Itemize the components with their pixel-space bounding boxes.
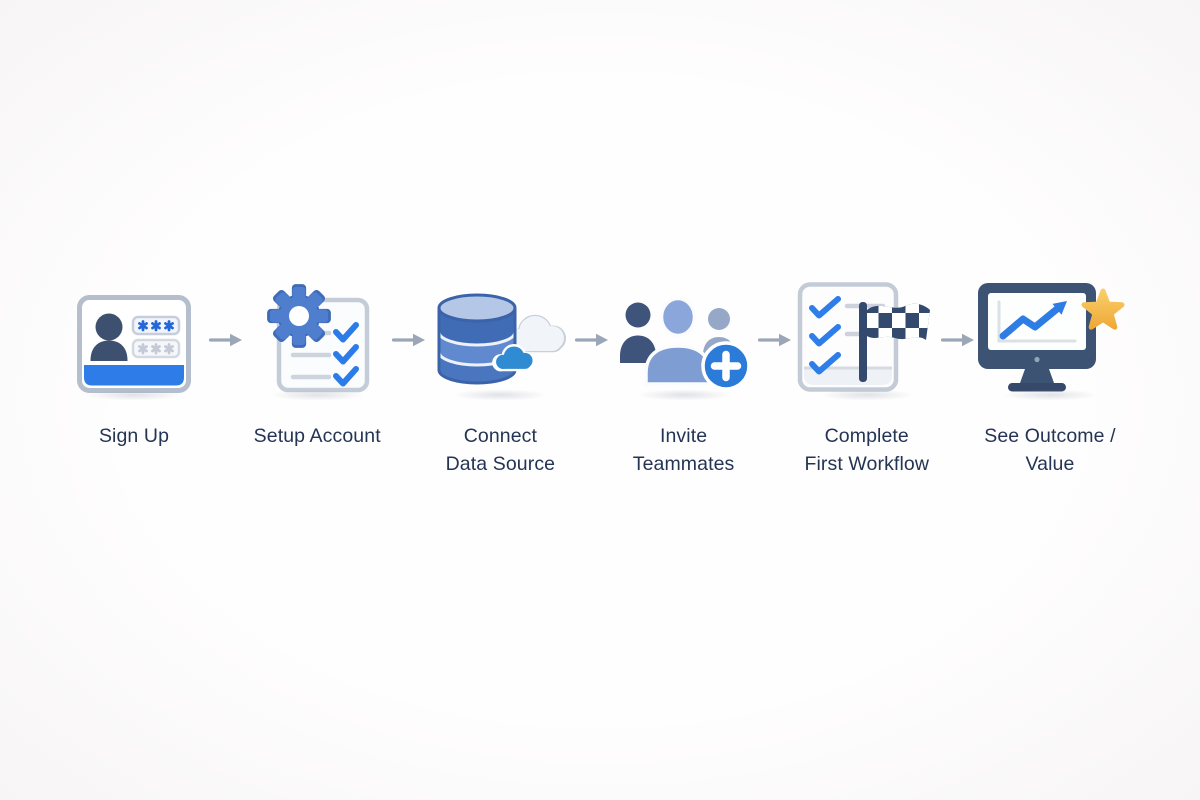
step-label-complete-first-workflow: Complete First Workflow bbox=[804, 425, 930, 475]
arrow-right-icon bbox=[758, 333, 792, 347]
arrow-right-icon bbox=[391, 333, 425, 347]
step-setup-account: Setup Account bbox=[247, 282, 387, 451]
icon-shadow bbox=[268, 389, 367, 401]
icon-shadow bbox=[1000, 389, 1099, 401]
onboarding-flow-diagram: Sign Up bbox=[64, 282, 1125, 478]
step-complete-first-workflow: Complete First Workflow bbox=[797, 282, 937, 478]
step-see-outcome-value: See Outcome / Value bbox=[977, 282, 1125, 478]
arrow-right-icon bbox=[574, 333, 608, 347]
step-label-sign-up: Sign Up bbox=[98, 425, 170, 447]
step-invite-teammates: Invite Teammates bbox=[614, 282, 754, 478]
icon-shadow bbox=[634, 389, 733, 401]
icon-shadow bbox=[85, 389, 183, 401]
step-label-invite-teammates: Invite Teammates bbox=[632, 425, 735, 475]
icon-shadow bbox=[451, 389, 550, 401]
id-card-icon bbox=[77, 295, 191, 393]
gear-checklist-icon bbox=[267, 284, 370, 393]
arrow-right-icon bbox=[941, 333, 975, 347]
database-cloud-icon bbox=[437, 293, 567, 385]
checklist-flag-icon bbox=[797, 282, 930, 392]
team-add-icon bbox=[619, 296, 751, 391]
step-label-setup-account: Setup Account bbox=[253, 425, 381, 447]
monitor-chart-star-icon bbox=[977, 283, 1125, 392]
step-label-see-outcome-value: See Outcome / Value bbox=[984, 425, 1116, 475]
step-connect-data-source: Connect Data Source bbox=[430, 282, 570, 478]
icon-shadow bbox=[817, 389, 916, 401]
arrow-right-icon bbox=[208, 333, 242, 347]
step-sign-up: Sign Up bbox=[64, 282, 204, 451]
step-label-connect-data-source: Connect Data Source bbox=[445, 425, 556, 475]
